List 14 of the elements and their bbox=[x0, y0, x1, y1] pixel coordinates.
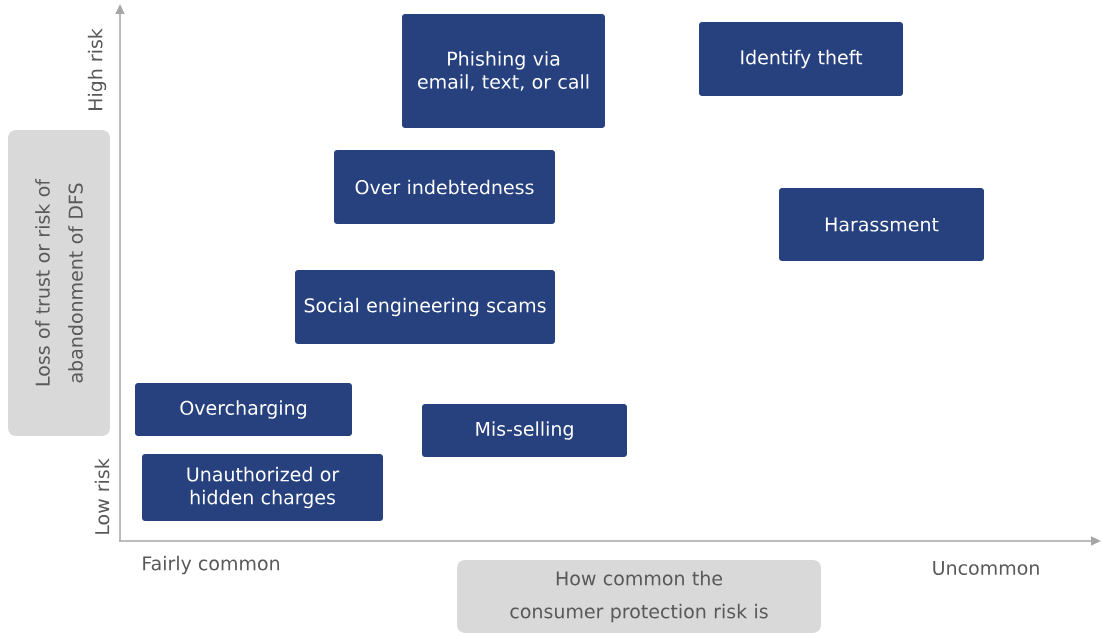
risk-box: Over indebtedness bbox=[334, 150, 555, 224]
risk-box: Phishing via email, text, or call bbox=[402, 14, 605, 128]
risk-box: Mis-selling bbox=[422, 404, 627, 457]
axis-label: Low risk bbox=[94, 458, 110, 534]
risk-box: Unauthorized or hidden charges bbox=[142, 454, 383, 521]
axis-label: High risk bbox=[87, 28, 107, 110]
axis-label: Uncommon bbox=[933, 560, 1039, 576]
axis-title-box: Loss of trust or risk of abandonment of DFS bbox=[8, 130, 110, 436]
risk-box: Overcharging bbox=[135, 383, 352, 436]
axis-label: Fairly common bbox=[143, 555, 279, 575]
risk-box: Harassment bbox=[779, 188, 984, 261]
risk-box: Identify theft bbox=[699, 22, 903, 96]
risk-box: Social engineering scams bbox=[295, 270, 555, 344]
axis-title-box: How common the consumer protection risk is bbox=[457, 560, 821, 633]
